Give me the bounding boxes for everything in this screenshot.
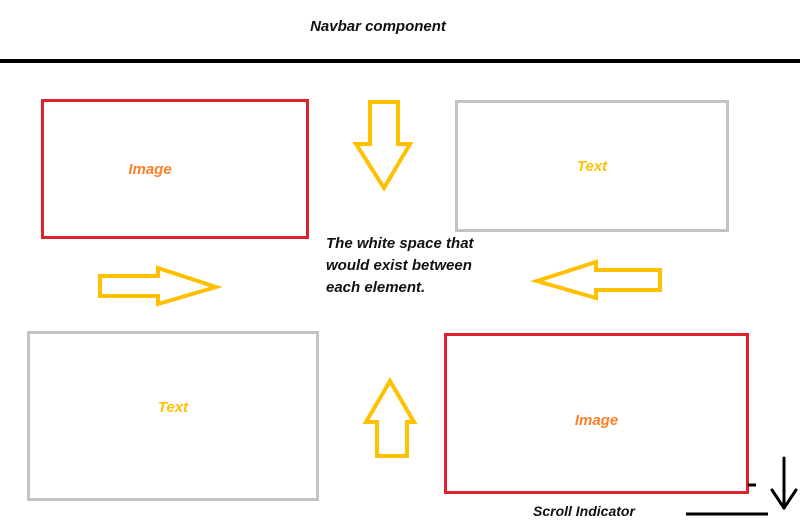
scroll-down-arrow-icon: [770, 456, 798, 510]
text-label: Text: [157, 398, 189, 416]
navbar-title: Navbar component: [310, 18, 446, 35]
arrow-down-icon: [352, 100, 414, 192]
image-box-top-left: Image: [41, 99, 309, 239]
text-box-bottom-left: Text: [27, 331, 319, 501]
navbar-divider: [0, 59, 800, 63]
text-label: Text: [576, 157, 608, 175]
text-box-top-right: Text: [455, 100, 729, 232]
image-label: Image: [574, 412, 619, 429]
image-label: Image: [128, 160, 172, 178]
whitespace-note: The white space that would exist between…: [326, 235, 474, 296]
arrow-up-icon: [362, 377, 418, 458]
arrow-right-icon: [98, 265, 223, 307]
image-box-bottom-right: Image: [444, 333, 749, 494]
arrow-left-icon: [530, 259, 662, 301]
scroll-indicator-label: Scroll Indicator: [533, 503, 635, 519]
